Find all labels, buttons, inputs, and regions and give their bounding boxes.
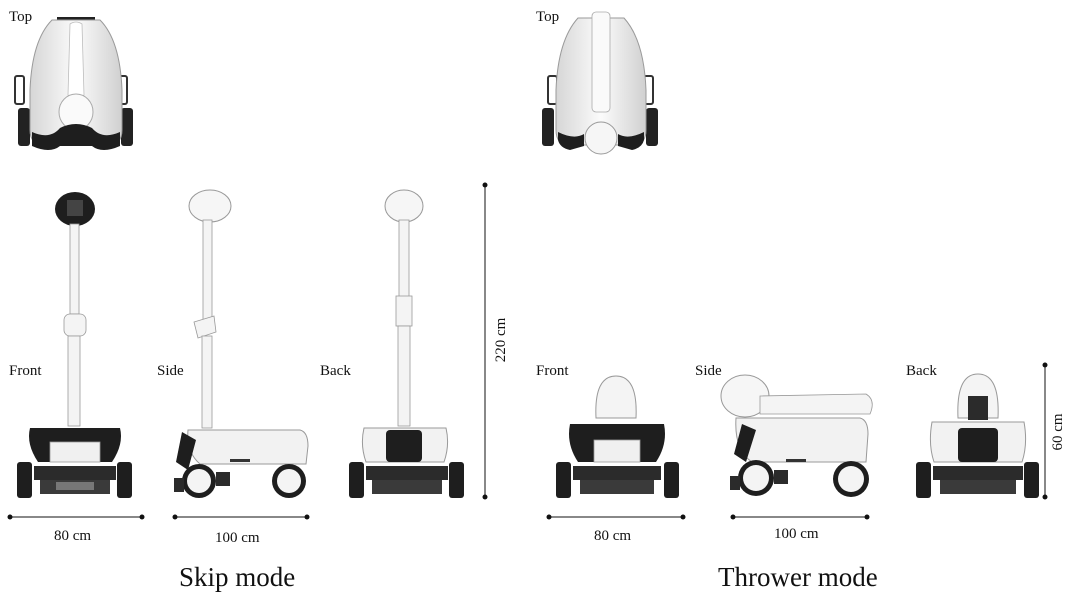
thrower-height-value: 60 cm	[1050, 413, 1066, 451]
thrower-side-length-dimension	[730, 514, 870, 520]
thrower-front-width-value: 80 cm	[594, 528, 632, 544]
thrower-side-view-robot	[720, 374, 873, 497]
thrower-side-length-value: 100 cm	[774, 526, 819, 542]
thrower-back-view-robot	[916, 373, 1039, 498]
skip-front-width-value: 80 cm	[54, 528, 92, 544]
thrower-top-view-label: Top	[536, 9, 560, 25]
skip-side-length-value: 100 cm	[215, 530, 260, 546]
thrower-top-view-robot	[542, 11, 658, 155]
skip-mode-title: Skip mode	[179, 562, 296, 592]
skip-height-dimension	[482, 182, 488, 500]
thrower-front-width-dimension	[546, 514, 686, 520]
thrower-height-dimension	[1042, 362, 1048, 500]
thrower-front-view-robot	[556, 375, 679, 498]
skip-side-view-robot	[174, 189, 309, 498]
thrower-back-view-label: Back	[906, 363, 937, 379]
skip-front-view-robot	[17, 192, 132, 498]
thrower-side-view-label: Side	[695, 363, 722, 379]
skip-back-view-label: Back	[320, 363, 351, 379]
skip-side-length-dimension	[172, 514, 310, 520]
skip-side-view-label: Side	[157, 363, 184, 379]
thrower-front-view-label: Front	[536, 363, 569, 379]
skip-front-view-label: Front	[9, 363, 42, 379]
skip-front-width-dimension	[7, 514, 145, 520]
skip-height-value: 220 cm	[493, 317, 509, 363]
thrower-mode-title: Thrower mode	[718, 562, 878, 592]
skip-back-view-robot	[349, 189, 464, 498]
skip-top-view-robot	[14, 17, 133, 150]
skip-top-view-label: Top	[9, 9, 33, 25]
